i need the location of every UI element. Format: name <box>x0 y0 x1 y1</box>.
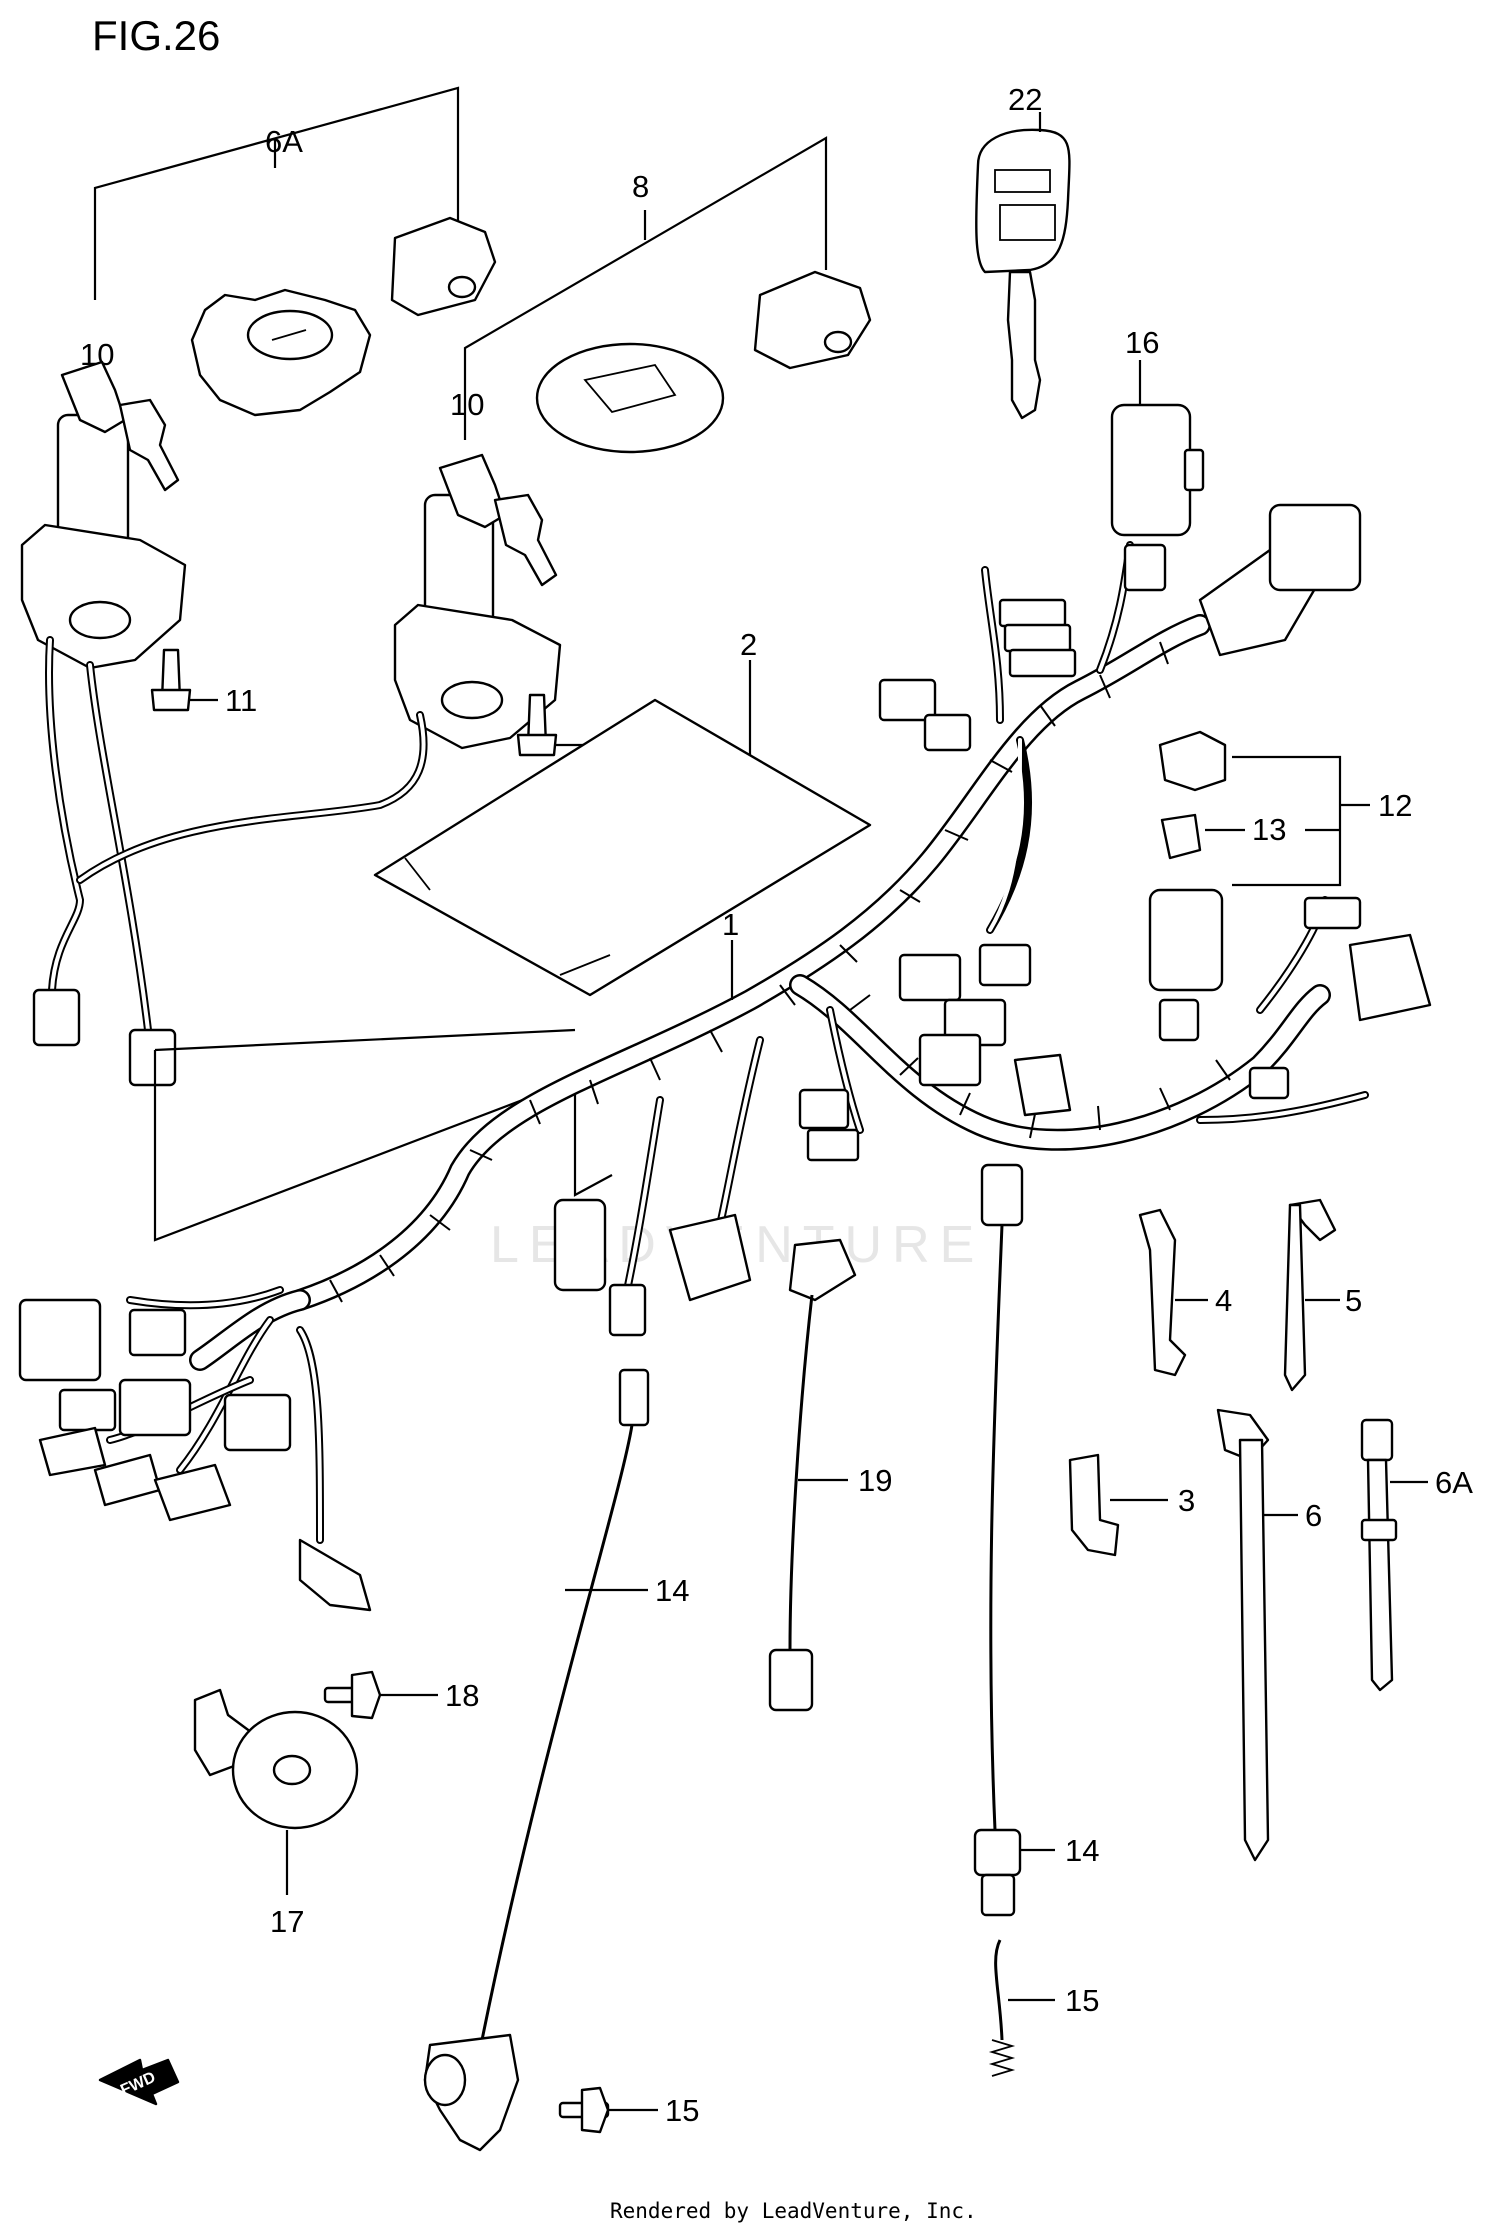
bolt-20 <box>323 1670 438 1720</box>
horn-19 <box>193 1688 359 1895</box>
bracket-3 <box>1068 1453 1168 1557</box>
band-6 <box>1216 1408 1298 1862</box>
callout-14: 14 <box>1065 1833 1099 1868</box>
callout-17: 15 <box>665 2093 699 2128</box>
label-sheet-2 <box>373 660 872 997</box>
bolt-17 <box>558 2086 658 2134</box>
lock-set-8 <box>20 86 497 1087</box>
callout-11a: 11 <box>225 683 257 718</box>
screw-11b <box>516 693 588 757</box>
callout-13: 13 <box>1252 812 1286 847</box>
callout-8: 6A <box>265 124 303 159</box>
fuse-set-12 <box>1148 730 1370 992</box>
callout-4: 4 <box>1215 1283 1232 1318</box>
screw-11a <box>150 648 218 712</box>
sensor-16-end <box>423 2033 520 2152</box>
callout-3: 3 <box>1178 1483 1195 1518</box>
callout-9: 8 <box>632 169 649 204</box>
callout-18: 16 <box>1125 325 1159 360</box>
callout-22: 22 <box>1008 82 1042 117</box>
footer-credit: Rendered by LeadVenture, Inc. <box>610 2199 977 2223</box>
callout-6: 6 <box>1305 1498 1322 1533</box>
callout-6a: 6A <box>1435 1465 1473 1500</box>
lead-21 <box>768 1238 857 1712</box>
band-5 <box>1283 1198 1340 1392</box>
band-6a <box>1360 1418 1428 1692</box>
callout-16: 14 <box>655 1573 689 1608</box>
clamp-4 <box>1138 1208 1208 1377</box>
callout-10b: 10 <box>450 387 484 422</box>
callout-5: 5 <box>1345 1283 1362 1318</box>
lead-16 <box>478 1368 650 2051</box>
reference-outline <box>153 1050 613 1242</box>
key-22 <box>975 112 1071 420</box>
callout-19: 17 <box>270 1904 304 1939</box>
callout-10a: 10 <box>80 337 114 372</box>
forward-arrow: FWD <box>98 2058 180 2106</box>
spring-15 <box>988 1939 1055 2077</box>
switch-14 <box>973 1163 1055 1917</box>
callout-12: 12 <box>1378 788 1412 823</box>
lock-set-9 <box>76 136 872 884</box>
callout-21: 19 <box>858 1463 892 1498</box>
callout-20: 18 <box>445 1678 479 1713</box>
callout-2: 2 <box>740 627 757 662</box>
callout-1: 1 <box>722 907 739 942</box>
callout-15: 15 <box>1065 1983 1099 2018</box>
relay-18 <box>1110 360 1205 537</box>
main-harness-1 <box>18 503 1432 1612</box>
figure-title: FIG.26 <box>92 12 220 59</box>
